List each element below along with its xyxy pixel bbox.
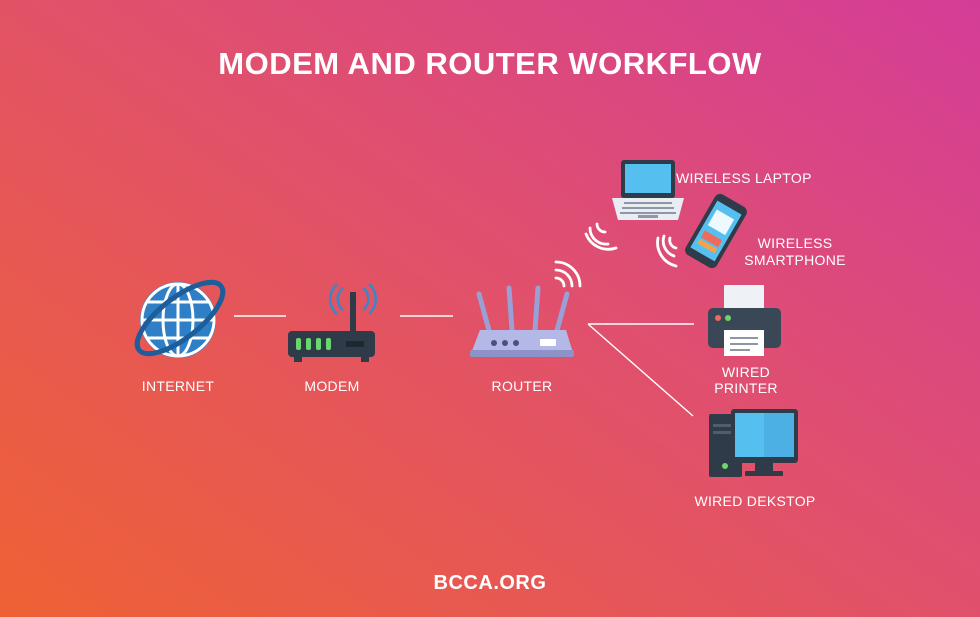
modem-label: MODEM: [304, 378, 360, 394]
smartphone-icon: [685, 193, 747, 269]
page-title: MODEM AND ROUTER WORKFLOW: [218, 46, 762, 81]
smartphone-label-line1: WIRELESS: [757, 235, 833, 251]
router-label: ROUTER: [491, 378, 553, 394]
wifi-signal-icon: [554, 260, 582, 288]
desktop-icon: [709, 409, 798, 477]
modem-icon: [288, 283, 378, 362]
laptop-label: WIRELESS LAPTOP: [676, 170, 812, 186]
internet-label: INTERNET: [141, 378, 215, 394]
smartphone-label-line2: SMARTPHONE: [744, 252, 846, 268]
globe-icon: [134, 279, 226, 358]
printer-label-line2: PRINTER: [714, 380, 778, 396]
wifi-signal-icon: [656, 234, 678, 268]
printer-icon: [708, 285, 781, 356]
footer-brand: BCCA.ORG: [433, 572, 547, 594]
connectors: [234, 315, 694, 417]
router-desktop-link: [587, 323, 694, 417]
printer-label-line1: WIRED: [721, 364, 771, 380]
desktop-label: WIRED DEKSTOP: [694, 493, 816, 509]
router-icon: [470, 285, 574, 357]
wifi-signal-icon: [584, 222, 618, 251]
laptop-icon: [612, 160, 684, 220]
